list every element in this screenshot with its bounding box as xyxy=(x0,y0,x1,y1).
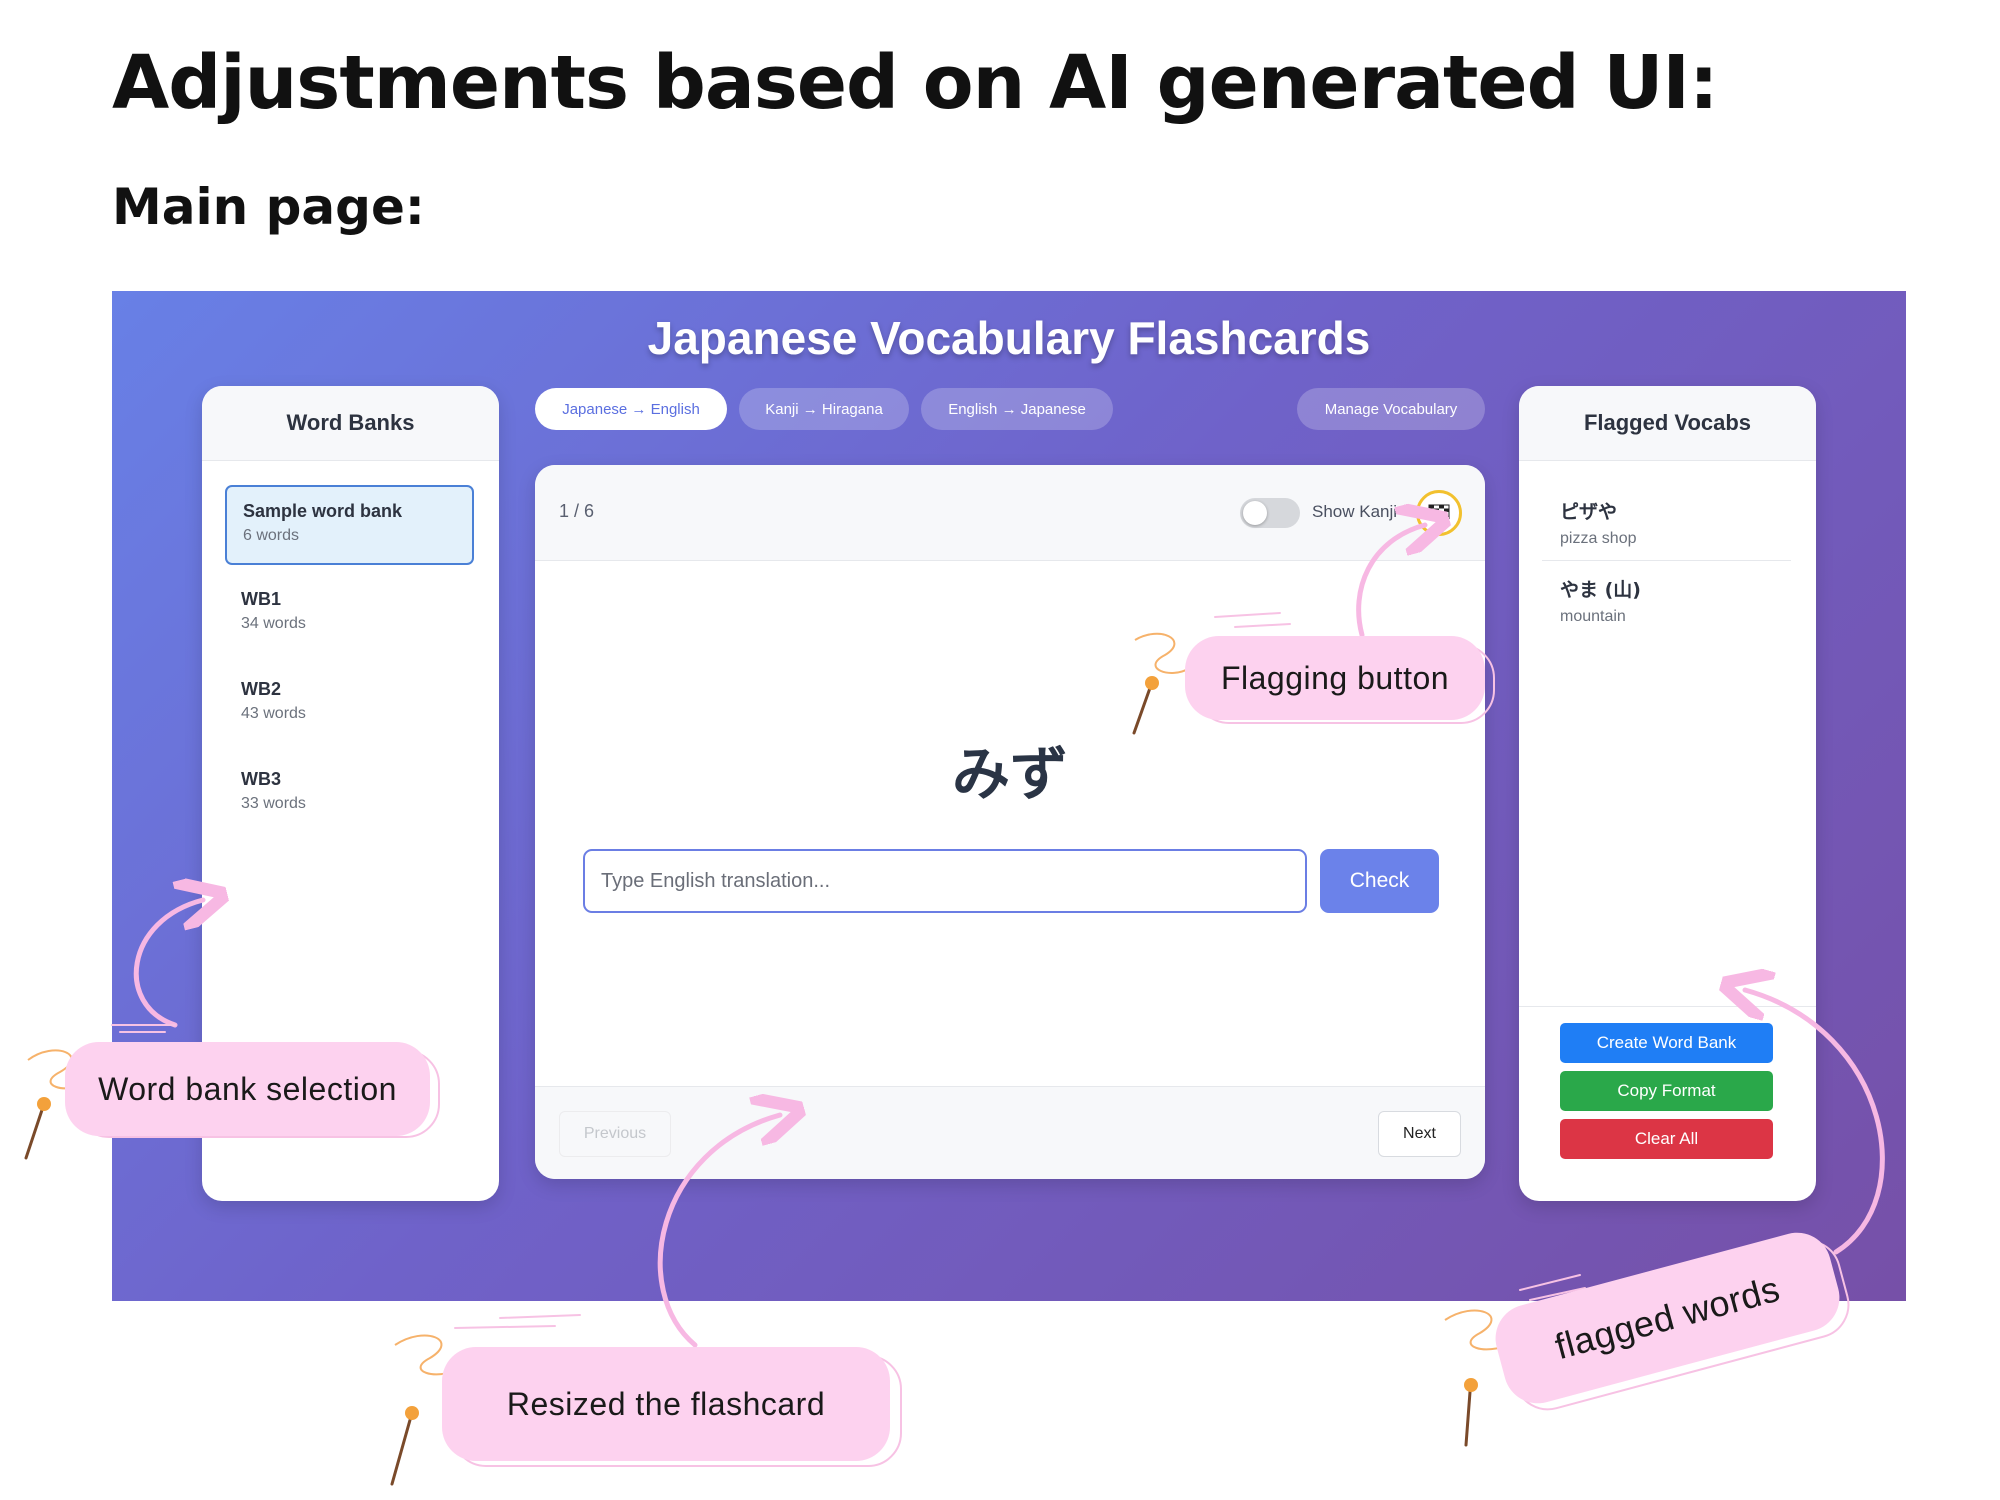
flagged-meaning: pizza shop xyxy=(1560,530,1637,547)
flagged-item[interactable]: やま (山) mountain xyxy=(1542,569,1791,632)
tab-japanese-english[interactable]: Japanese → English xyxy=(535,388,727,430)
app-title: Japanese Vocabulary Flashcards xyxy=(647,312,1371,364)
word-bank-name: WB1 xyxy=(241,589,281,609)
flashcard-header: 1 / 6 Show Kanji xyxy=(535,465,1485,561)
tab-manage-vocabulary[interactable]: Manage Vocabulary xyxy=(1297,388,1485,430)
word-bank-count: 33 words xyxy=(241,795,306,812)
show-kanji-label: Show Kanji xyxy=(1312,502,1398,521)
flashcard: 1 / 6 Show Kanji みず Check Previous Next xyxy=(535,465,1485,1179)
flagged-word: やま (山) xyxy=(1560,579,1641,601)
page-heading: Adjustments based on AI generated UI: xyxy=(112,40,1719,126)
copy-format-button[interactable]: Copy Format xyxy=(1560,1071,1773,1111)
checkered-flag-icon xyxy=(1428,504,1450,520)
answer-input[interactable] xyxy=(583,849,1307,913)
show-kanji-toggle[interactable] xyxy=(1240,498,1300,528)
flagged-meaning: mountain xyxy=(1560,608,1626,625)
tab-english-japanese[interactable]: English → Japanese xyxy=(921,388,1113,430)
card-counter: 1 / 6 xyxy=(559,501,595,521)
note-resized-flashcard: Resized the flashcard xyxy=(442,1347,890,1461)
word-bank-name: WB2 xyxy=(241,679,281,699)
flagged-word: ピザや xyxy=(1560,501,1618,523)
check-button[interactable]: Check xyxy=(1320,849,1439,913)
word-bank-item-wb3[interactable]: WB3 33 words xyxy=(225,755,474,835)
word-bank-count: 43 words xyxy=(241,705,306,722)
flagged-vocabs-title: Flagged Vocabs xyxy=(1519,386,1816,461)
create-word-bank-button[interactable]: Create Word Bank xyxy=(1560,1023,1773,1063)
note-word-bank-selection: Word bank selection xyxy=(65,1042,430,1136)
page-subheading: Main page: xyxy=(112,178,425,236)
note-flagging-button: Flagging button xyxy=(1185,636,1485,720)
flashcard-word: みず xyxy=(951,740,1068,808)
sparkle-lines xyxy=(454,1314,581,1329)
toggle-knob xyxy=(1243,501,1267,525)
previous-button[interactable]: Previous xyxy=(559,1111,671,1157)
word-bank-count: 6 words xyxy=(243,527,300,544)
divider xyxy=(1542,560,1791,561)
word-bank-item-wb2[interactable]: WB2 43 words xyxy=(225,665,474,745)
next-button[interactable]: Next xyxy=(1378,1111,1461,1157)
tab-kanji-hiragana[interactable]: Kanji → Hiragana xyxy=(739,388,909,430)
divider xyxy=(1519,1006,1816,1007)
app-screenshot: Japanese Vocabulary Flashcards Word Bank… xyxy=(112,291,1906,1301)
flag-button[interactable] xyxy=(1416,490,1462,536)
clear-all-button[interactable]: Clear All xyxy=(1560,1119,1773,1159)
word-banks-title: Word Banks xyxy=(202,386,499,461)
flagged-item[interactable]: ピザや pizza shop xyxy=(1542,491,1791,554)
word-bank-item-wb1[interactable]: WB1 34 words xyxy=(225,575,474,655)
word-bank-count: 34 words xyxy=(241,615,306,632)
word-bank-item-sample[interactable]: Sample word bank 6 words xyxy=(225,485,474,565)
flagged-vocabs-panel: Flagged Vocabs ピザや pizza shop やま (山) mou… xyxy=(1519,386,1816,1201)
flashcard-footer: Previous Next xyxy=(535,1086,1485,1179)
word-bank-name: WB3 xyxy=(241,769,281,789)
word-bank-name: Sample word bank xyxy=(243,501,403,521)
